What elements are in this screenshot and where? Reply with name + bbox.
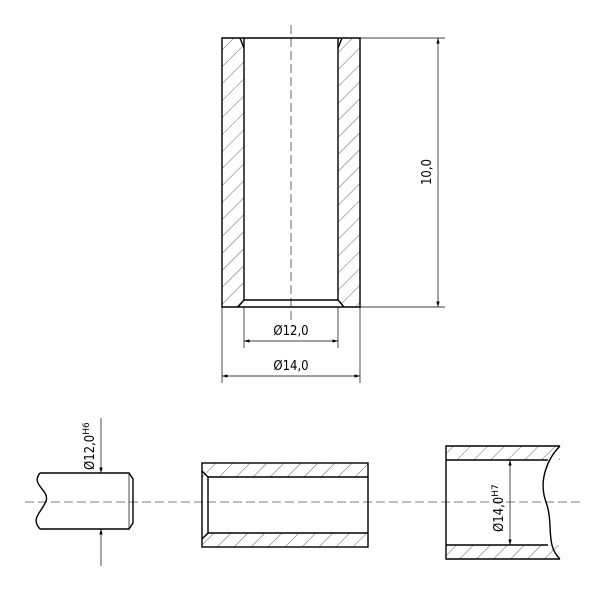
- shaft-break-line: [35, 472, 48, 530]
- shaft-dim-label: Ø12,0H6: [82, 422, 98, 470]
- top-chamfer-left: [239, 37, 245, 49]
- sleeve-top-wall: [202, 463, 368, 477]
- hole-section-view: Ø14,0H7: [445, 445, 561, 560]
- hole-tolerance: H7: [491, 484, 501, 497]
- bottom-chamfer-left: [237, 299, 245, 308]
- hole-bottom-wall: [446, 545, 560, 559]
- bottom-chamfer-right: [337, 299, 345, 308]
- hole-break-line: [542, 445, 561, 560]
- bushing-section-view: 10,0 Ø12,0 Ø14,0: [221, 25, 445, 383]
- top-chamfer-right: [337, 37, 343, 49]
- sleeve-chamfer-top: [201, 470, 209, 478]
- right-wall-section: [338, 38, 360, 307]
- sleeve-bottom-wall: [202, 533, 368, 547]
- hole-outline: [445, 445, 560, 560]
- shaft-outline: [40, 472, 134, 530]
- sleeve-side-view: [201, 462, 369, 548]
- outer-dia-label: Ø14,0: [273, 359, 308, 374]
- left-wall-section: [222, 38, 244, 307]
- shaft-diameter: Ø12,0: [83, 435, 98, 470]
- inner-dia-label: Ø12,0: [273, 324, 308, 339]
- hole-dim-label: Ø14,0H7: [491, 484, 507, 532]
- shaft-view: Ø12,0H6: [35, 418, 134, 566]
- height-dim-label: 10,0: [420, 159, 435, 185]
- sleeve-outline: [201, 462, 369, 548]
- hole-top-wall: [446, 446, 560, 460]
- hole-diameter: Ø14,0: [492, 497, 507, 532]
- shaft-tolerance: H6: [82, 422, 92, 435]
- sleeve-chamfer-bottom: [201, 532, 209, 540]
